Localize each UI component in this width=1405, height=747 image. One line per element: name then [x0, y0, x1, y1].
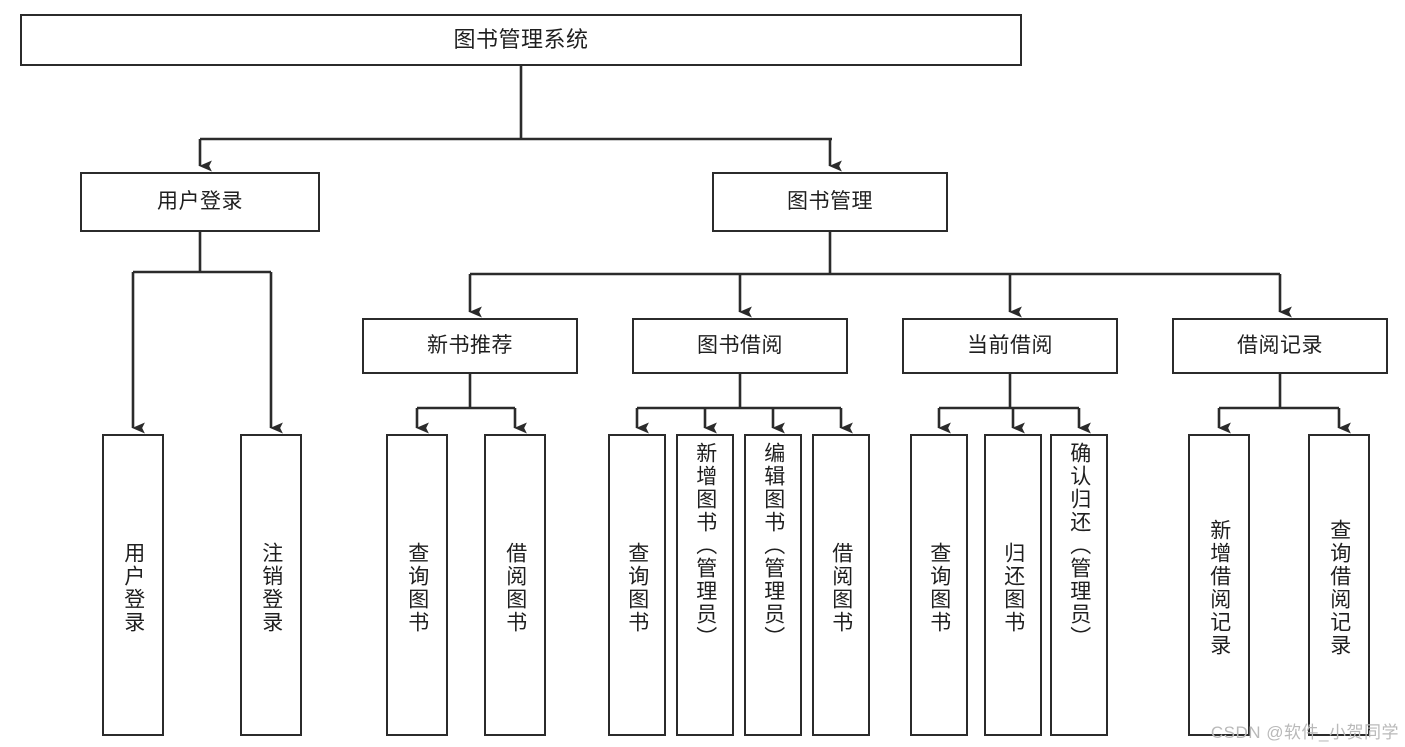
node-label: 归还图书: [1001, 542, 1025, 634]
node-label: 图书管理: [787, 189, 873, 213]
node-leaf-user-login[interactable]: 用户登录: [102, 434, 164, 736]
node-leaf-borrow-book-1[interactable]: 借阅图书: [484, 434, 546, 736]
node-new-book-recommend[interactable]: 新书推荐: [362, 318, 578, 374]
node-leaf-query-book-3[interactable]: 查询图书: [910, 434, 968, 736]
node-user-login[interactable]: 用户登录: [80, 172, 320, 232]
node-borrow-record[interactable]: 借阅记录: [1172, 318, 1388, 374]
node-label: 查询图书: [927, 542, 951, 634]
watermark: CSDN @软件_小贺同学: [1210, 723, 1399, 742]
node-label: 确认归还（管理员）: [1067, 442, 1091, 649]
node-label: 借阅图书: [503, 542, 527, 634]
node-label: 编辑图书（管理员）: [761, 442, 785, 649]
node-leaf-logout-login[interactable]: 注销登录: [240, 434, 302, 736]
node-label: 新增图书（管理员）: [693, 442, 717, 649]
node-root-system[interactable]: 图书管理系统: [20, 14, 1022, 66]
node-book-manage[interactable]: 图书管理: [712, 172, 948, 232]
node-leaf-return-book[interactable]: 归还图书: [984, 434, 1042, 736]
node-label: 当前借阅: [967, 333, 1053, 357]
node-leaf-query-book-1[interactable]: 查询图书: [386, 434, 448, 736]
node-label: 注销登录: [259, 542, 283, 634]
node-label: 借阅记录: [1237, 333, 1323, 357]
node-leaf-add-book-admin[interactable]: 新增图书（管理员）: [676, 434, 734, 736]
node-leaf-query-book-2[interactable]: 查询图书: [608, 434, 666, 736]
node-label: 查询图书: [405, 542, 429, 634]
node-label: 用户登录: [157, 189, 243, 213]
node-leaf-add-borrow-record[interactable]: 新增借阅记录: [1188, 434, 1250, 736]
node-label: 查询图书: [625, 542, 649, 634]
node-label: 新书推荐: [427, 333, 513, 357]
node-label: 图书管理系统: [453, 27, 589, 53]
node-label: 查询借阅记录: [1327, 519, 1351, 657]
node-label: 图书借阅: [697, 333, 783, 357]
node-label: 借阅图书: [829, 542, 853, 634]
node-leaf-borrow-book-2[interactable]: 借阅图书: [812, 434, 870, 736]
node-current-borrow[interactable]: 当前借阅: [902, 318, 1118, 374]
node-book-borrow[interactable]: 图书借阅: [632, 318, 848, 374]
node-label: 用户登录: [121, 542, 145, 634]
node-label: 新增借阅记录: [1207, 519, 1231, 657]
node-leaf-query-borrow-record[interactable]: 查询借阅记录: [1308, 434, 1370, 736]
node-leaf-confirm-return[interactable]: 确认归还（管理员）: [1050, 434, 1108, 736]
node-leaf-edit-book-admin[interactable]: 编辑图书（管理员）: [744, 434, 802, 736]
